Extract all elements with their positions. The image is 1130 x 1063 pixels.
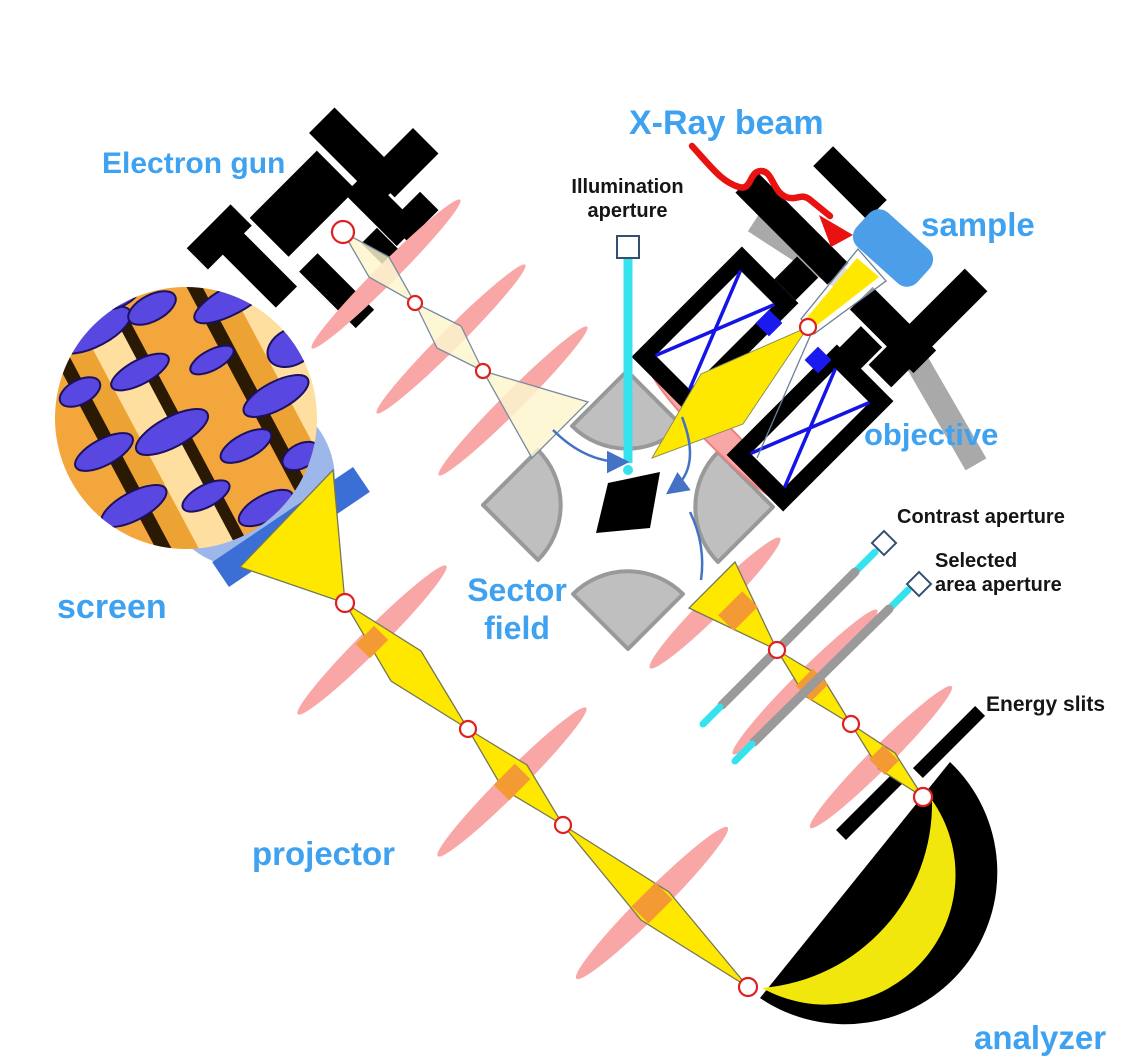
- label-projector: projector: [252, 835, 396, 872]
- deflection-arrow: [688, 511, 704, 581]
- illumination-aperture-marker: [616, 235, 640, 259]
- label-sector-field: Sector field: [467, 572, 567, 646]
- xray-arrow-icon: [688, 142, 853, 247]
- objective-lens-upper: [631, 246, 819, 414]
- contrast-aperture-rod: [699, 529, 898, 728]
- deflection-arrows: [552, 416, 704, 581]
- screen-beam-cone: [238, 468, 346, 604]
- label-selected-area-aperture: Selected area aperture: [935, 550, 1062, 596]
- label-contrast-aperture: Contrast aperture: [897, 506, 1065, 528]
- sample-manipulator-upper: [735, 146, 887, 292]
- analyzer-graphic: [760, 762, 998, 1025]
- energy-slits-graphic: [836, 705, 986, 840]
- label-electron-gun: Electron gun: [102, 147, 286, 180]
- label-illumination-aperture: Illumination aperture: [571, 176, 684, 222]
- label-analyzer: analyzer: [974, 1019, 1107, 1056]
- projector-beam: [344, 602, 749, 988]
- deflection-arrow: [665, 416, 692, 495]
- sample-graphic: [852, 209, 934, 287]
- label-xray-beam: X-Ray beam: [629, 104, 824, 142]
- screen-assembly: [55, 287, 370, 604]
- objective-beam: [650, 247, 887, 459]
- label-objective: objective: [864, 417, 999, 452]
- illumination-beam: [341, 230, 590, 460]
- sector-center-stop: [596, 472, 660, 533]
- objective-lens-lower: [726, 326, 894, 512]
- electron-gun-graphic: [186, 107, 439, 329]
- sample-manipulator-lower: [849, 268, 988, 471]
- label-energy-slits: Energy slits: [986, 693, 1106, 716]
- label-sample: sample: [921, 206, 1035, 243]
- analyzer-crescent: [762, 800, 956, 1005]
- selected-area-aperture-rod: [731, 570, 933, 765]
- label-screen: screen: [57, 588, 167, 626]
- screen-image: [55, 287, 317, 549]
- selected-area-aperture-marker: [905, 570, 933, 598]
- contrast-aperture-marker: [870, 529, 898, 557]
- beam-crossovers: [330, 219, 934, 998]
- deflection-arrow: [552, 429, 630, 474]
